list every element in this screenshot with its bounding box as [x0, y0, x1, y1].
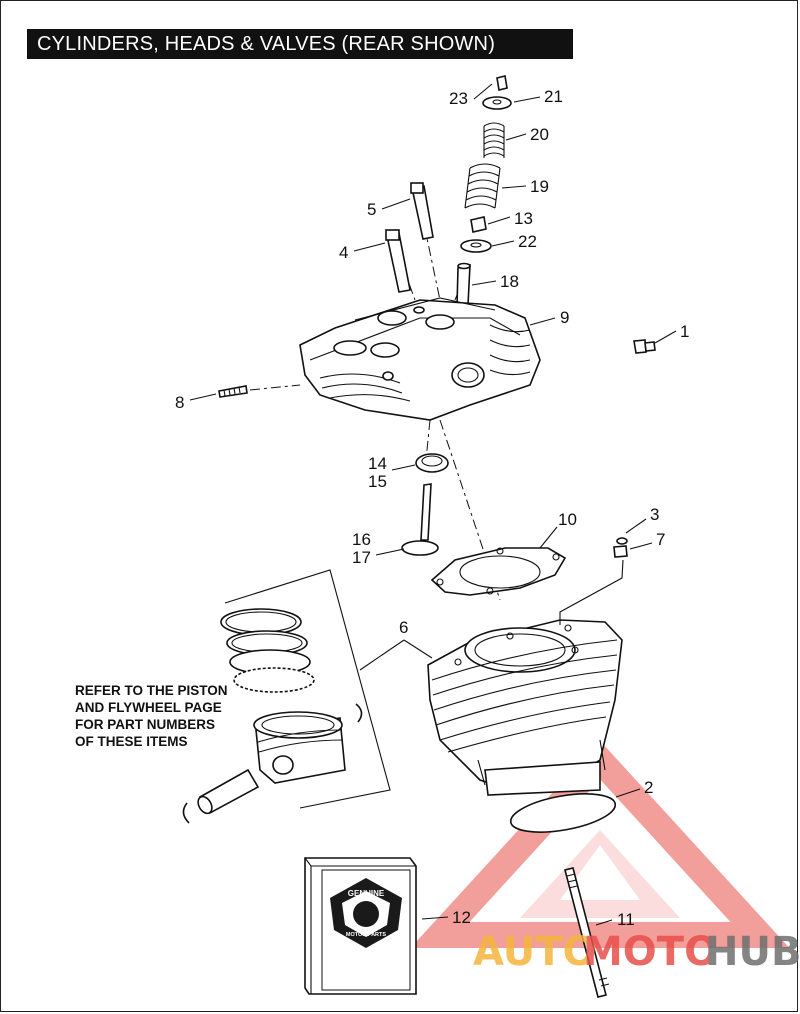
note-line-1: REFER TO THE PISTON [75, 683, 228, 698]
callout-leaders [189, 83, 677, 926]
dowel-3-7 [613, 537, 628, 558]
callout-12: 12 [452, 908, 471, 927]
reference-note: REFER TO THE PISTON AND FLYWHEEL PAGE FO… [75, 683, 228, 749]
badge-top-text: GENUINE [348, 889, 385, 898]
callout-21: 21 [544, 87, 563, 106]
bolt-1 [633, 339, 656, 354]
callout-22: 22 [518, 232, 537, 251]
dowel-5 [410, 182, 434, 240]
harley-badge-logo: GENUINE MOTOR PARTS [330, 878, 402, 948]
callout-numbers: 23 21 20 19 13 22 18 5 4 9 1 8 14 15 16 … [175, 87, 689, 929]
cylinder-6 [427, 619, 623, 796]
keeper-23 [496, 75, 508, 91]
note-line-3: FOR PART NUMBERS [75, 717, 215, 732]
note-line-4: OF THESE ITEMS [75, 734, 188, 749]
stud-11 [564, 867, 610, 998]
callout-2: 2 [644, 778, 653, 797]
piston-pin [197, 768, 260, 815]
callout-11: 11 [617, 910, 635, 929]
callout-18: 18 [500, 272, 519, 291]
callout-15: 15 [368, 472, 387, 491]
callout-16: 16 [352, 530, 371, 549]
inner-spring-20 [483, 122, 505, 158]
callout-1: 1 [680, 322, 689, 341]
o-ring-2 [509, 793, 617, 833]
badge-bottom-text: MOTOR PARTS [346, 932, 386, 938]
callout-7: 7 [656, 530, 665, 549]
note-line-2: AND FLYWHEEL PAGE [75, 700, 222, 715]
valve-16-17 [401, 483, 439, 556]
watermark-text: AUTO MOTO HUB [473, 929, 800, 975]
circlip-right [355, 703, 363, 723]
callout-13: 13 [514, 209, 533, 228]
callout-19: 19 [530, 177, 549, 196]
piston-ring-group [220, 569, 391, 809]
head-gasket-10 [430, 547, 567, 596]
piston [253, 711, 346, 784]
callout-4: 4 [339, 243, 348, 262]
valve-seal-13 [470, 216, 487, 233]
callout-17: 17 [352, 548, 371, 567]
watermark-auto: AUTO [473, 929, 597, 975]
circlip-left [182, 802, 190, 824]
stud-8 [218, 385, 248, 398]
callout-8: 8 [175, 393, 184, 412]
callout-20: 20 [530, 125, 549, 144]
watermark-hub: HUB [705, 929, 800, 975]
callout-5: 5 [367, 200, 376, 219]
callout-14: 14 [368, 454, 387, 473]
dowel-4 [385, 229, 411, 293]
page-title: CYLINDERS, HEADS & VALVES (REAR SHOWN) [27, 29, 573, 59]
valve-guide-18 [456, 262, 471, 307]
callout-3: 3 [650, 505, 659, 524]
callout-9: 9 [560, 308, 569, 327]
callout-23: 23 [449, 89, 468, 108]
valve-seat-14-15 [415, 453, 449, 473]
watermark-moto: MOTO [583, 929, 718, 975]
watermark-logo [410, 740, 790, 948]
spring-seat-22 [460, 239, 492, 253]
cylinder-head-9 [299, 297, 541, 421]
spring-retainer-21 [482, 96, 512, 110]
callout-6: 6 [399, 618, 408, 637]
callout-10: 10 [558, 510, 577, 529]
outer-spring-19 [464, 163, 501, 209]
